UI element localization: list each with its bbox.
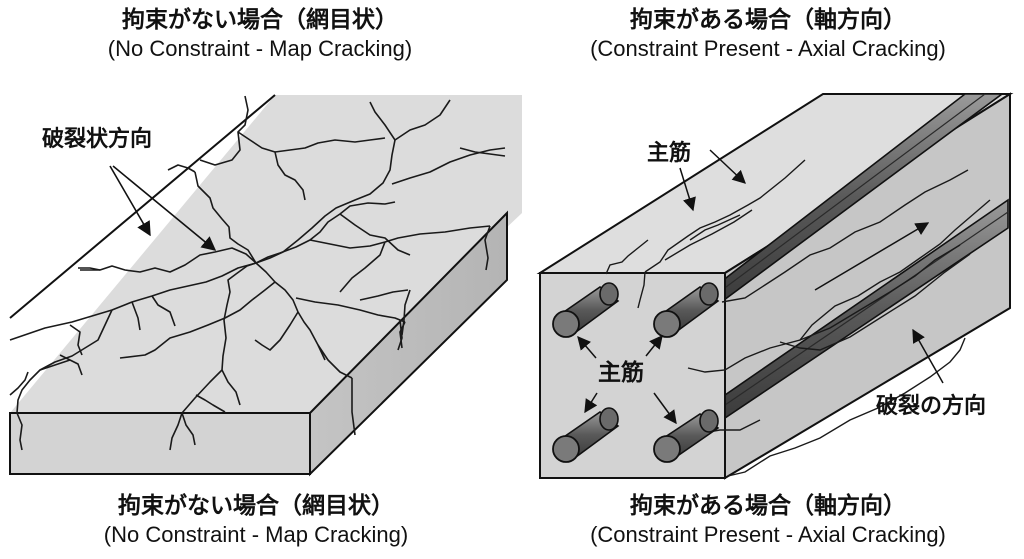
- map-cracks: [9, 95, 506, 451]
- rebar-end-bottom-left: [552, 407, 620, 463]
- slab-top-left-edge: [9, 94, 276, 319]
- right-caption-top-jp: 拘束がある場合（軸方向）: [630, 7, 906, 33]
- left-caption-bottom-jp: 拘束がない場合（網目状）: [118, 493, 394, 519]
- rebar-face-arrow-tl: [577, 335, 597, 359]
- crack-direction-pointer: [912, 328, 944, 384]
- rebar-end-top-right: [653, 282, 720, 338]
- axial-cracks-top: [605, 159, 806, 309]
- annotation-arrow-1: [109, 165, 151, 237]
- slab-front-face: [9, 412, 311, 475]
- right-caption-bottom-jp: 拘束がある場合（軸方向）: [630, 493, 906, 519]
- left-slab: 破裂状方向: [9, 94, 522, 477]
- rebar-face-arrow-bl: [584, 392, 598, 414]
- rebar-top-arrow-2: [679, 167, 696, 212]
- rebar-top-label: 主筋: [647, 140, 691, 166]
- right-caption-bottom: 拘束がある場合（軸方向） (Constraint Present - Axial…: [512, 491, 1024, 549]
- crack-direction-arrow: [814, 222, 930, 291]
- left-caption-top: 拘束がない場合（網目状） (No Constraint - Map Cracki…: [0, 5, 520, 63]
- left-caption-top-en: (No Constraint - Map Cracking): [107, 36, 413, 61]
- axial-cracks-side: [687, 169, 991, 477]
- right-beam: 主筋 主筋 破裂の方向: [536, 92, 1014, 480]
- rebar-face-arrow-tr: [645, 334, 663, 357]
- right-caption-top-en: (Constraint Present - Axial Cracking): [590, 36, 946, 61]
- left-annotation-label: 破裂状方向: [42, 126, 152, 152]
- left-caption-bottom: 拘束がない場合（網目状） (No Constraint - Map Cracki…: [0, 491, 512, 549]
- rebar-end-top-left: [552, 282, 620, 338]
- left-caption-bottom-en: (No Constraint - Map Cracking): [103, 522, 409, 547]
- left-caption-top-jp: 拘束がない場合（網目状）: [122, 7, 398, 33]
- rebar-ends: [552, 282, 720, 463]
- right-caption-bottom-en: (Constraint Present - Axial Cracking): [590, 522, 946, 547]
- slab-side-face: [309, 210, 508, 477]
- crack-direction-label: 破裂の方向: [876, 393, 986, 419]
- annotation-arrow-2: [112, 165, 217, 251]
- rebar-face-arrow-br: [653, 392, 677, 425]
- rebar-top-arrow-1: [709, 149, 746, 184]
- rebar-face-label: 主筋: [598, 359, 644, 386]
- right-caption-top: 拘束がある場合（軸方向） (Constraint Present - Axial…: [512, 5, 1024, 63]
- rebar-end-bottom-right: [653, 409, 720, 463]
